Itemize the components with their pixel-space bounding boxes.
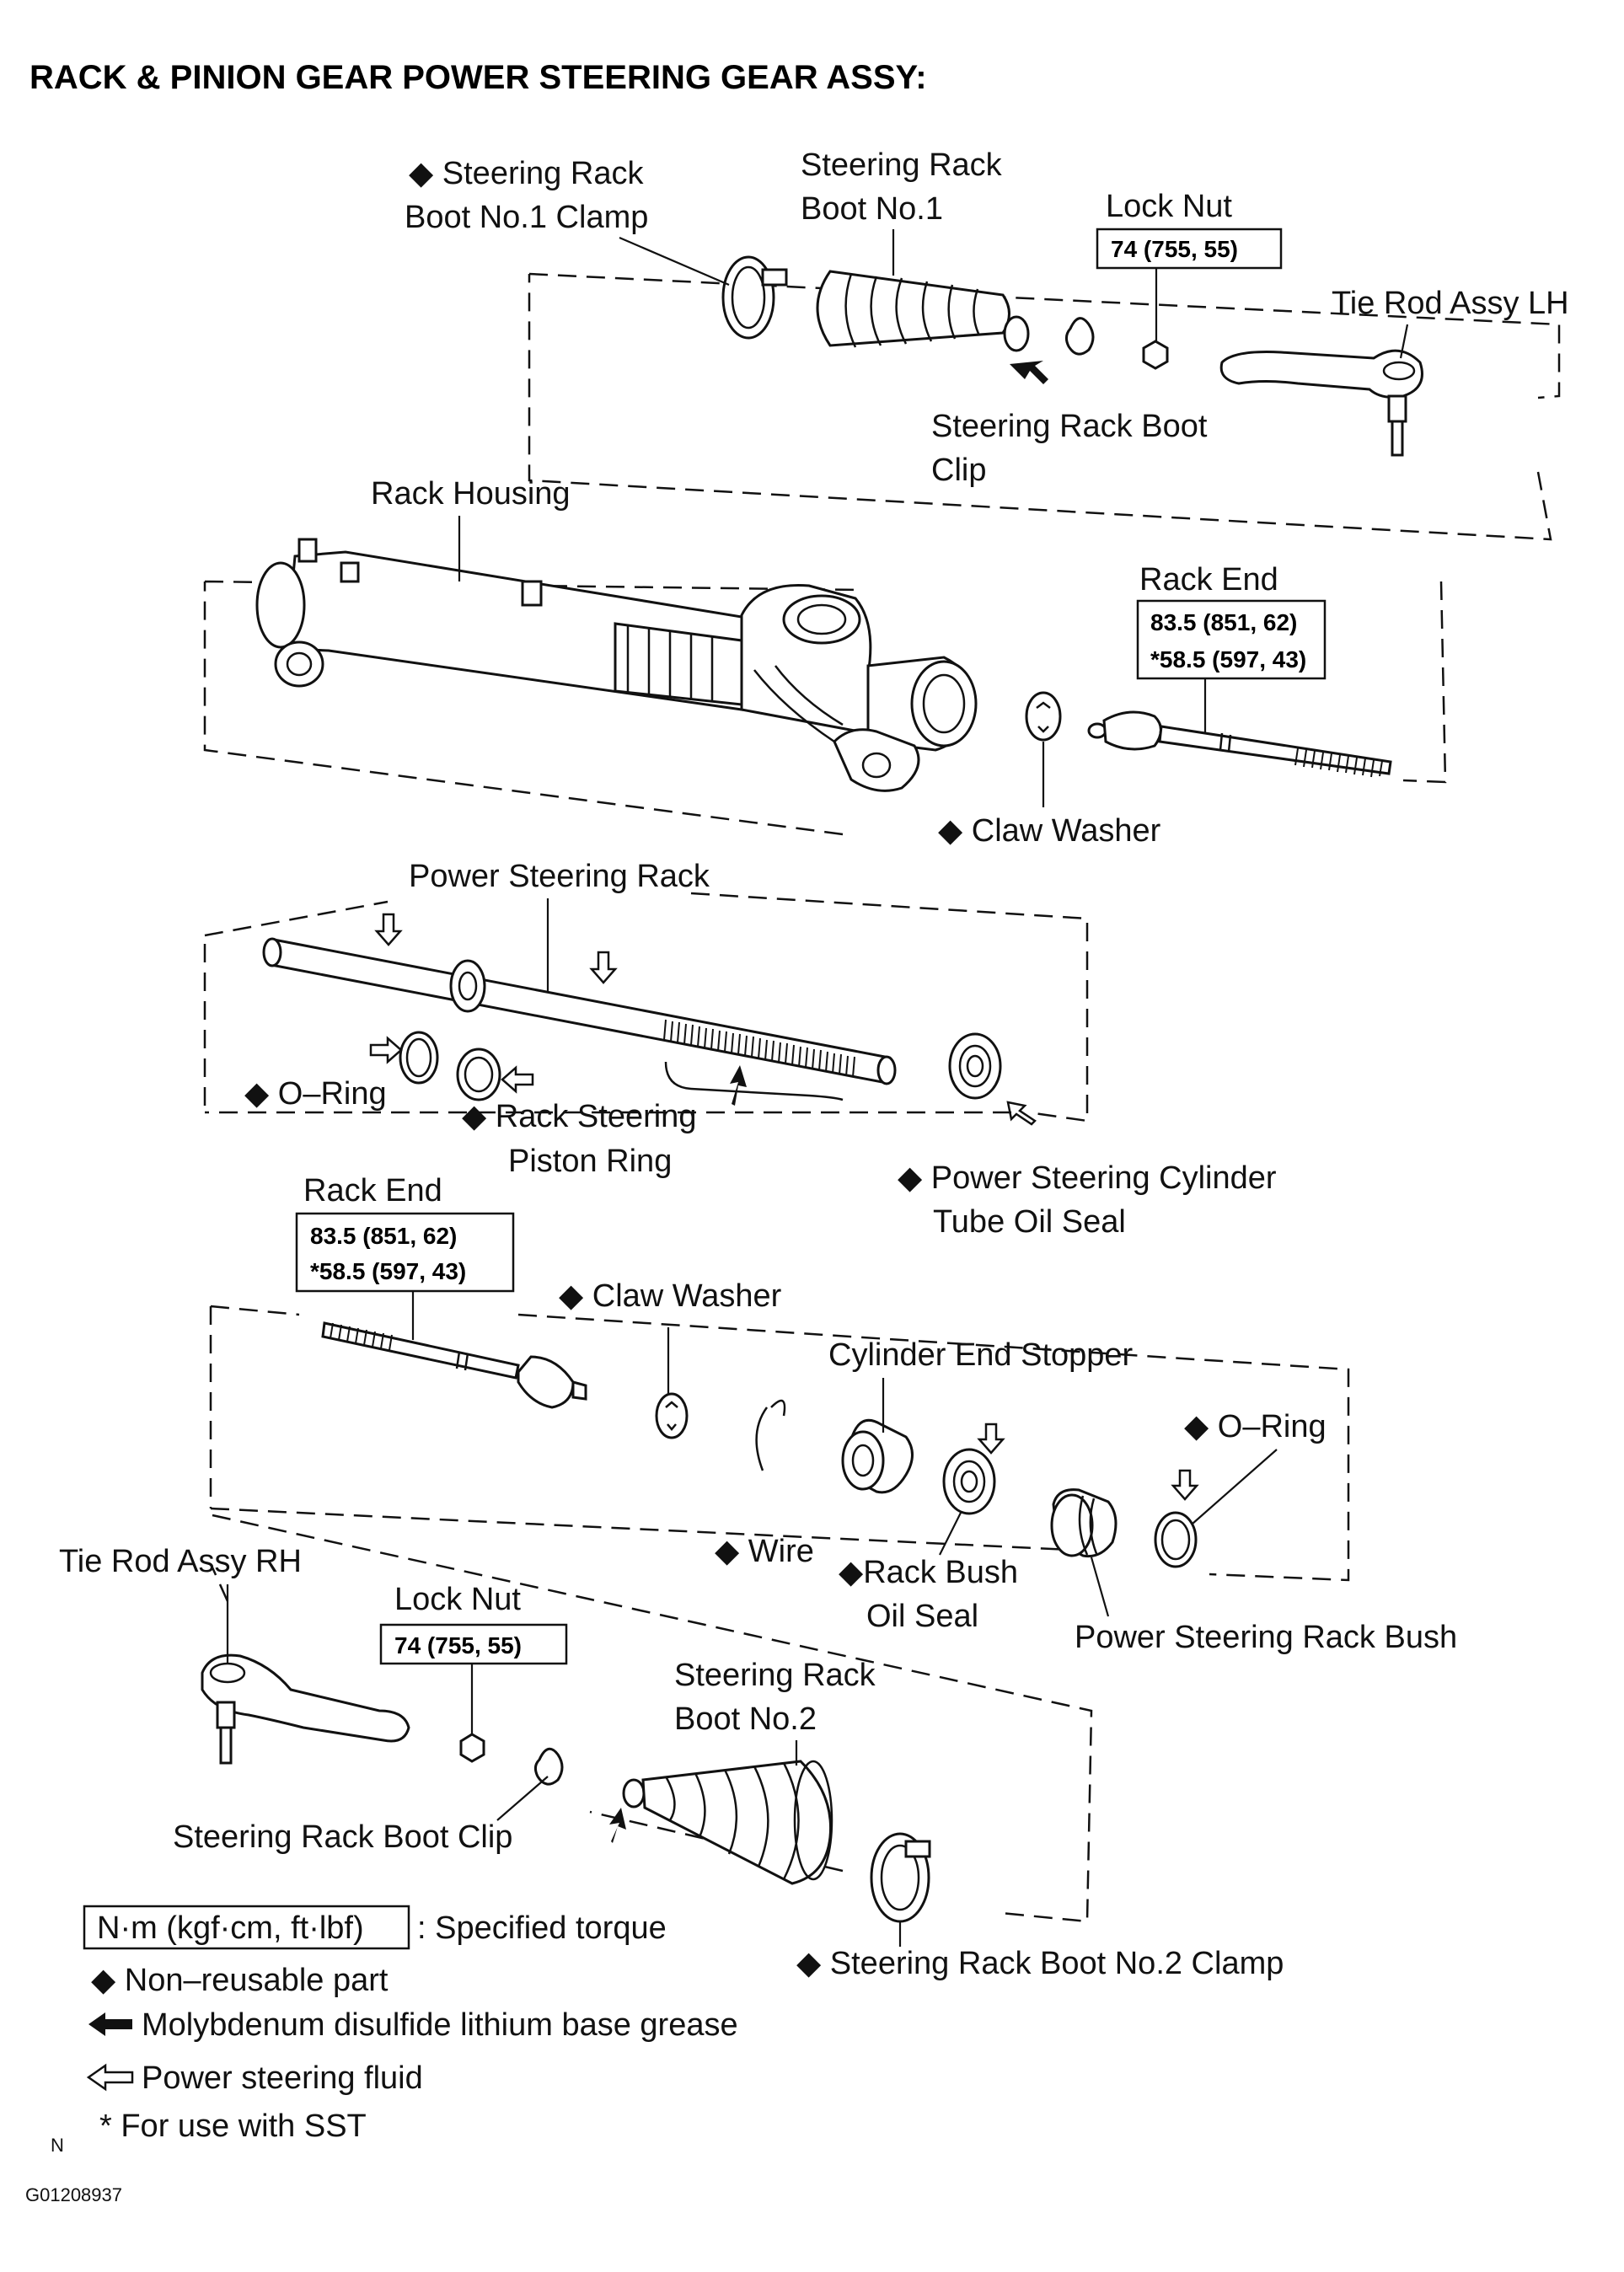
lock-nut-top-part: [1142, 340, 1169, 370]
label-rack-bush-seal-2: Oil Seal: [866, 1599, 978, 1634]
rack-housing-part: [255, 538, 978, 792]
torque-rack-end-top-2: *58.5 (597, 43): [1150, 646, 1306, 672]
torque-rack-end-lower-1: 83.5 (851, 62): [310, 1223, 457, 1249]
torque-lock-nut-top: 74 (755, 55): [1111, 236, 1238, 262]
torque-box-rack-end-top: [1136, 599, 1327, 680]
fluid-arrow-icon: [977, 1423, 1199, 1501]
label-cylinder-oil-seal-2: Tube Oil Seal: [933, 1204, 1126, 1240]
label-lock-nut-top: Lock Nut: [1106, 189, 1232, 224]
legend-non-reusable: ◆ Non–reusable part: [91, 1963, 389, 1998]
boot1-clamp-part: [721, 255, 788, 340]
cylinder-oil-seal-part: [948, 1032, 1002, 1100]
legend-sst: * For use with SST: [99, 2109, 367, 2144]
label-boot2-2: Boot No.2: [674, 1701, 817, 1737]
tie-rod-lh-part: [1219, 349, 1423, 457]
torque-lock-nut-lower: 74 (755, 55): [394, 1632, 522, 1658]
leader-tie-rod-lh: [1399, 324, 1409, 359]
label-boot-clip-top: Steering Rack Boot: [931, 409, 1208, 444]
fluid-arrow-icon: [86, 2063, 134, 2092]
label-rack-bush-seal: ◆Rack Bush: [839, 1555, 1018, 1590]
label-piston-ring: ◆ Rack Steering: [462, 1099, 696, 1134]
o-ring-right-part: [1154, 1511, 1198, 1568]
legend-torque-box: [83, 1905, 410, 1950]
tie-rod-rh-part: [201, 1653, 410, 1765]
label-rack-end-lower: Rack End: [303, 1173, 442, 1208]
rack-bush-part: [1050, 1488, 1118, 1558]
label-boot1-2: Boot No.1: [801, 191, 943, 227]
label-boot-clip-top-2: Clip: [931, 453, 986, 488]
lock-nut-lower-part: [459, 1733, 485, 1763]
legend-torque-desc: : Specified torque: [417, 1910, 667, 1946]
cylinder-end-stopper-part: [841, 1419, 914, 1494]
label-lock-nut-lower: Lock Nut: [394, 1582, 521, 1617]
grease-arrow-icon: [88, 2012, 132, 2036]
piston-ring-part: [456, 1048, 501, 1101]
rack-end-lower-part: [321, 1321, 587, 1409]
label-tie-rod-rh: Tie Rod Assy RH: [59, 1544, 302, 1579]
torque-rack-end-top-1: 83.5 (851, 62): [1150, 609, 1297, 635]
leader-boot1-clamp: [619, 236, 730, 287]
label-boot2: Steering Rack: [674, 1658, 876, 1693]
label-cylinder-oil-seal: ◆ Power Steering Cylinder: [898, 1160, 1277, 1196]
boot2-clamp-part: [870, 1832, 931, 1923]
group-outline-power-steering-rack: [203, 892, 1089, 1123]
torque-box-rack-end-lower: [295, 1212, 515, 1293]
label-o-ring-left: ◆ O–Ring: [244, 1076, 387, 1112]
label-wire: ◆ Wire: [715, 1534, 814, 1569]
torque-box-lock-nut-lower: [379, 1623, 568, 1665]
label-power-steering-rack: Power Steering Rack: [409, 859, 710, 894]
leader-o-ring-right: [1192, 1449, 1278, 1524]
rack-bush-oil-seal-part: [942, 1448, 996, 1515]
grease-arrow-icon: [1010, 361, 1048, 384]
claw-washer-lower-part: [655, 1392, 689, 1439]
label-boot2-clamp: ◆ Steering Rack Boot No.2 Clamp: [796, 1946, 1284, 1981]
wire-part: [755, 1399, 786, 1471]
torque-rack-end-lower-2: *58.5 (597, 43): [310, 1258, 466, 1284]
torque-box-lock-nut-top: [1096, 228, 1283, 270]
power-steering-rack-part: [262, 937, 897, 1101]
legend-grease: Molybdenum disulfide lithium base grease: [142, 2007, 738, 2043]
label-cylinder-end-stopper: Cylinder End Stopper: [828, 1337, 1134, 1373]
label-tie-rod-lh: Tie Rod Assy LH: [1332, 286, 1569, 321]
legend-fluid: Power steering fluid: [142, 2060, 423, 2096]
label-claw-washer-top: ◆ Claw Washer: [938, 813, 1161, 849]
label-o-ring-right: ◆ O–Ring: [1184, 1409, 1327, 1444]
label-boot1: Steering Rack: [801, 147, 1003, 183]
boot-clip-lower-part: [533, 1747, 564, 1786]
label-rack-housing: Rack Housing: [371, 476, 571, 512]
leader-rack-bush-seal: [939, 1512, 962, 1556]
label-rack-end-top: Rack End: [1139, 562, 1278, 597]
boot-clip-top-part: [1064, 317, 1095, 356]
corner-n: N: [51, 2135, 64, 2156]
figure-code: G01208937: [25, 2184, 122, 2205]
fluid-arrow-icon: [369, 913, 1037, 1126]
group-outline-lh-boot: [528, 272, 1561, 541]
label-boot1-clamp: ◆ Steering Rack: [409, 156, 644, 191]
leader-boot-clip-lower: [496, 1776, 549, 1821]
leader-rack-bush: [1090, 1557, 1110, 1617]
boot1-part: [816, 270, 1030, 352]
grease-arrow-icon: [609, 1808, 626, 1843]
label-piston-ring-2: Piston Ring: [508, 1144, 672, 1179]
grease-arrow-icon: [730, 1065, 747, 1106]
boot2-part: [622, 1760, 833, 1885]
label-rack-bush: Power Steering Rack Bush: [1075, 1620, 1457, 1655]
claw-washer-top-part: [1025, 691, 1062, 742]
label-boot-clip-lower: Steering Rack Boot Clip: [173, 1819, 512, 1855]
label-claw-washer-lower: ◆ Claw Washer: [559, 1278, 782, 1314]
diagram-title: RACK & PINION GEAR POWER STEERING GEAR A…: [29, 59, 927, 96]
o-ring-left-part: [399, 1031, 439, 1085]
label-boot1-clamp-2: Boot No.1 Clamp: [405, 200, 648, 235]
legend-torque-unit: N·m (kgf·cm, ft·lbf): [97, 1910, 364, 1946]
rack-end-top-part: [1087, 710, 1392, 778]
